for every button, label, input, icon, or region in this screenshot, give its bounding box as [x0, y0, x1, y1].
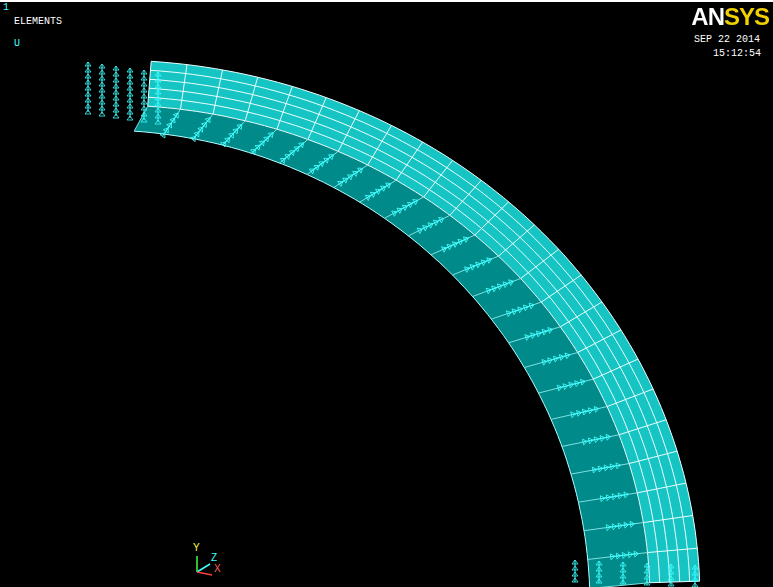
constraint-symbol: [392, 198, 419, 217]
axis-label: Y: [193, 543, 200, 553]
axis-label: X: [214, 564, 221, 574]
constraint-symbol: [309, 152, 335, 174]
inner-face: [134, 106, 650, 587]
constraint-symbol: [280, 141, 305, 164]
constraint-symbol: [596, 561, 602, 583]
mesh-line: [643, 516, 692, 523]
mesh-line: [637, 483, 686, 493]
constraint-symbol: [160, 111, 180, 138]
mesh-line: [280, 139, 308, 163]
constraint-symbol: [85, 62, 91, 114]
constraint-symbol: [190, 116, 212, 142]
mesh-line: [307, 151, 338, 174]
mesh-line: [629, 451, 677, 463]
constraint-symbol: [668, 564, 674, 586]
mesh-line: [251, 129, 276, 153]
constraint-symbol: [644, 563, 650, 585]
mesh-line: [148, 97, 659, 582]
mesh-line: [498, 225, 534, 256]
mesh-line: [223, 121, 246, 145]
mesh-line: [368, 125, 392, 165]
constraint-symbol: [610, 551, 639, 560]
constraint-symbol: [155, 72, 161, 124]
mesh-line: [473, 279, 521, 297]
constraint-symbol: [606, 521, 635, 531]
mesh-line: [450, 180, 481, 215]
mesh-line: [475, 202, 509, 235]
mesh-line: [524, 353, 577, 368]
constraint-symbol: [557, 378, 586, 391]
mesh-line: [148, 61, 151, 106]
mesh-line: [151, 61, 699, 581]
mesh-line: [277, 86, 292, 129]
window-number: 1: [3, 3, 9, 13]
mesh-line: [180, 65, 187, 110]
mesh-line: [134, 131, 590, 587]
constraint-symbol: [582, 434, 611, 446]
mesh-line: [431, 235, 475, 255]
mesh-line: [578, 330, 621, 353]
constraint-symbol: [251, 131, 275, 155]
plot-time: 15:12:54: [713, 49, 761, 59]
mesh-line: [607, 389, 653, 407]
mesh-line: [593, 359, 638, 379]
constraint-symbol: [127, 68, 133, 120]
mesh-line: [360, 180, 396, 202]
mesh-line: [560, 302, 602, 327]
constraint-symbol: [572, 560, 578, 582]
constraint-symbol: [620, 562, 626, 584]
mesh-line: [334, 165, 368, 188]
mesh-line: [491, 302, 541, 319]
mesh-line: [424, 160, 453, 197]
mesh-line: [541, 275, 581, 302]
constraint-symbol: [113, 66, 119, 118]
constraint-symbol: [571, 406, 600, 418]
axis-line: [196, 556, 198, 572]
constraint-symbol: [525, 326, 554, 340]
mesh-line: [408, 215, 449, 236]
mesh-line: [385, 197, 424, 218]
axis-label: Z: [211, 553, 217, 563]
mesh-line: [150, 79, 680, 582]
mesh-line: [396, 142, 422, 180]
constraint-symbol: [338, 166, 365, 187]
constraint-symbol: [99, 64, 105, 116]
constraint-symbol: [506, 302, 534, 317]
mesh-line: [452, 256, 498, 275]
mesh-line: [619, 420, 666, 435]
constraint-symbol: [464, 256, 492, 272]
mesh-line: [149, 88, 670, 582]
mesh-line: [213, 70, 223, 114]
constraint-symbol: [592, 462, 621, 473]
constraint-symbol: [442, 235, 470, 252]
mesh-line: [338, 111, 359, 152]
constraint-symbol: [542, 352, 571, 365]
outer-face: [148, 61, 700, 582]
constraint-symbol: [600, 491, 629, 501]
constraint-symbol: [692, 565, 698, 587]
constraint-symbol: [486, 278, 514, 293]
constraint-symbol: [365, 181, 392, 201]
plot-date: SEP 22 2014: [694, 35, 760, 45]
constraint-symbol: [141, 70, 147, 122]
mesh-line: [539, 379, 594, 393]
constraint-symbol: [417, 216, 445, 234]
mesh-line: [648, 548, 698, 552]
mesh-line: [245, 77, 258, 121]
axis-line: [197, 572, 212, 575]
mesh-line: [521, 249, 559, 278]
plot-title: ELEMENTS: [14, 17, 62, 27]
window-border: [0, 0, 773, 2]
mesh-line: [308, 98, 326, 140]
constraint-symbol: [221, 122, 244, 147]
mesh-line: [148, 106, 650, 583]
axis-line: [197, 564, 210, 572]
mesh-line: [134, 106, 147, 131]
software-logo: ANSYS: [691, 5, 769, 29]
plot-symbol-key: U: [14, 39, 20, 49]
mesh-line: [509, 327, 561, 343]
